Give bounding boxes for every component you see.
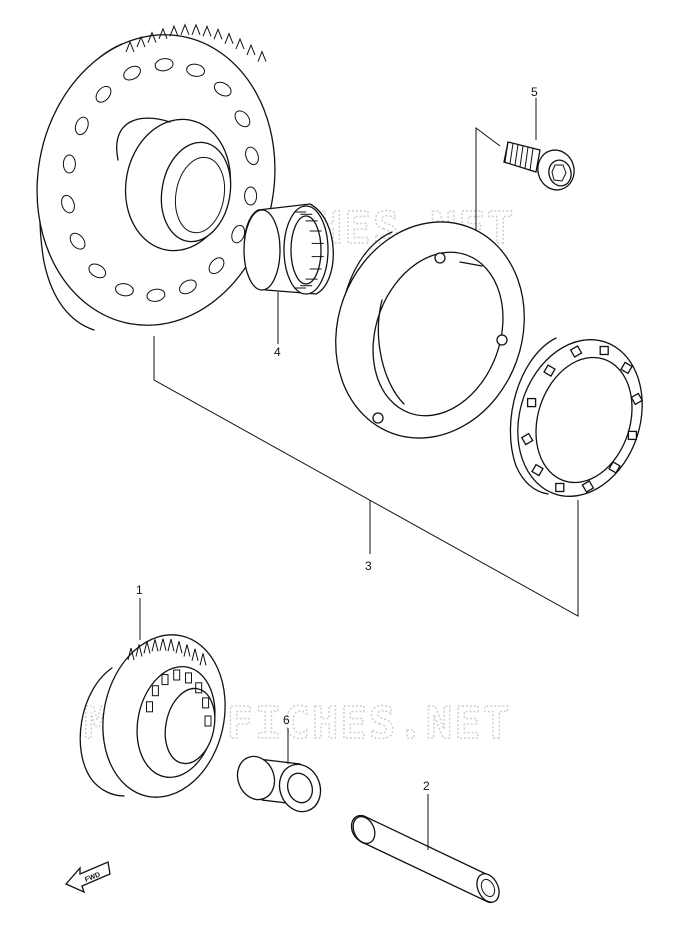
thread-line xyxy=(504,141,509,163)
sprag xyxy=(520,432,534,446)
spline xyxy=(202,697,210,709)
callout-2: 2 xyxy=(423,779,430,793)
gear-hole xyxy=(95,85,112,103)
gear-tooth xyxy=(158,27,168,40)
bushing xyxy=(236,755,322,813)
gear-tooth xyxy=(246,43,256,56)
gear-tooth xyxy=(235,37,245,50)
idle-tooth xyxy=(167,639,175,652)
sprag xyxy=(531,463,544,477)
gear-tooth xyxy=(213,28,223,40)
gear-hole xyxy=(208,257,225,275)
thread-line xyxy=(524,147,529,169)
idle-tooth xyxy=(175,641,183,654)
thread-line xyxy=(509,143,514,164)
needle-rollers xyxy=(294,211,324,289)
bolt-thread xyxy=(504,141,534,171)
idle-gear-teeth xyxy=(127,638,207,666)
sprag xyxy=(620,361,633,375)
idle-gear xyxy=(79,634,226,798)
spline xyxy=(161,674,169,686)
idle-tooth xyxy=(151,639,159,652)
thread-line xyxy=(519,145,524,167)
spline xyxy=(151,685,159,697)
spline xyxy=(173,669,181,681)
gear-hole xyxy=(114,283,134,297)
gear-hole xyxy=(74,116,89,136)
sprag xyxy=(581,480,595,493)
callout-5: 5 xyxy=(531,85,538,99)
gear-hole xyxy=(231,224,246,244)
gear-tooth xyxy=(180,23,190,35)
sprag xyxy=(569,345,583,358)
gear-tooth xyxy=(147,31,157,43)
sprag xyxy=(543,364,556,377)
spline xyxy=(146,701,153,713)
callout-3: 3 xyxy=(365,559,372,573)
gear-tooth xyxy=(202,25,212,37)
thread-line xyxy=(514,144,519,166)
gear-tooth xyxy=(257,50,267,62)
gear-hole xyxy=(61,194,75,214)
gear-hole xyxy=(234,110,251,128)
gear-tooth xyxy=(136,35,146,48)
spline xyxy=(204,715,212,727)
gear-hole xyxy=(123,65,141,81)
gear-teeth xyxy=(125,23,267,62)
needle-bearing xyxy=(243,203,334,295)
sprag xyxy=(526,397,537,408)
idle-gear-splines xyxy=(146,669,212,727)
callout-4: 4 xyxy=(274,345,281,359)
gear-holes xyxy=(61,58,259,302)
idle-tooth xyxy=(159,638,167,651)
gear-tooth xyxy=(169,24,179,37)
idle-tooth xyxy=(183,644,191,657)
large-gear xyxy=(36,23,276,331)
bracket-3 xyxy=(153,336,579,617)
idle-tooth xyxy=(191,648,199,661)
gear-hole xyxy=(179,279,197,295)
spline xyxy=(185,672,192,684)
callout-1: 1 xyxy=(136,583,143,597)
gear-hole xyxy=(88,263,107,279)
sprag xyxy=(608,461,621,474)
gear-hole xyxy=(213,81,232,97)
gear-hole xyxy=(146,288,166,302)
gear-hole xyxy=(62,154,76,174)
one-way-clutch xyxy=(509,337,644,497)
gear-tooth xyxy=(125,40,135,53)
sprag xyxy=(599,345,609,356)
gear-tooth xyxy=(224,32,234,44)
shaft xyxy=(350,815,500,903)
hex-socket-bolt xyxy=(503,141,575,191)
sprag xyxy=(555,482,565,493)
gear-hole xyxy=(244,186,258,206)
gear-tooth xyxy=(191,23,201,35)
gear-hole xyxy=(245,146,259,166)
fwd-arrow-icon: FWD xyxy=(64,861,111,894)
callout-6: 6 xyxy=(283,713,290,727)
thread-line xyxy=(529,148,534,171)
idle-tooth xyxy=(127,647,135,661)
gear-hole xyxy=(69,232,86,250)
gear-hole xyxy=(154,58,174,72)
idle-tooth xyxy=(135,644,143,657)
gear-hole xyxy=(186,63,206,77)
sprag-elements xyxy=(520,345,644,493)
clutch-housing-ring xyxy=(335,221,525,439)
spline xyxy=(195,682,203,694)
sprag xyxy=(630,392,644,406)
idle-tooth xyxy=(143,641,151,654)
sprag xyxy=(627,430,638,441)
idle-tooth xyxy=(199,653,207,666)
